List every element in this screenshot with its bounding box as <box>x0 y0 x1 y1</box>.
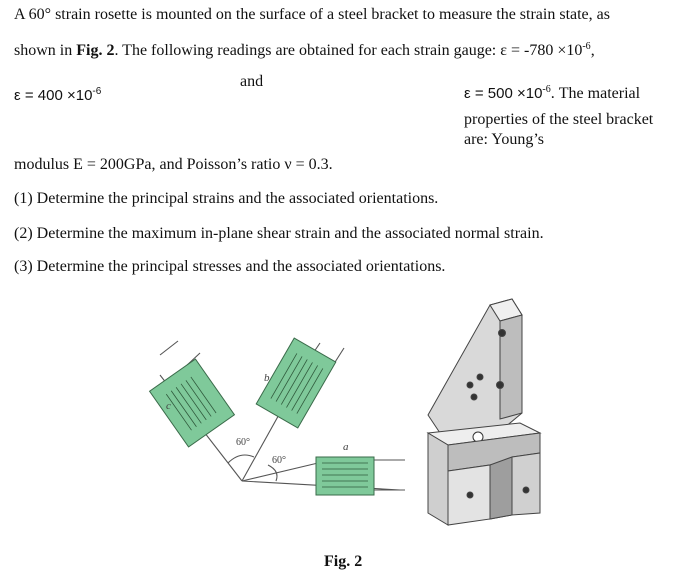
problem-line-1: A 60° strain rosette is mounted on the s… <box>14 6 610 23</box>
exponent: -6 <box>582 41 591 52</box>
gauge-b <box>255 337 337 429</box>
gauge-c <box>148 358 236 448</box>
props-line-1: properties of the steel bracket <box>464 111 654 128</box>
figure-caption: Fig. 2 <box>324 553 362 570</box>
problem-line-2: shown in Fig. 2. The following readings … <box>14 41 595 60</box>
and-word: and <box>240 73 264 90</box>
eps-c-exp: -6 <box>542 84 551 95</box>
figure-2: b c a 60° 60° Fig. 2 <box>148 298 542 570</box>
angle-label-2: 60° <box>272 455 286 466</box>
gauge-a <box>315 456 375 496</box>
label-gauge-c: c <box>166 400 171 412</box>
eps-c-value: ε = 500 ×10 <box>464 85 543 102</box>
line2-pre: shown in <box>14 42 77 59</box>
question-2: (2) Determine the maximum in-plane shear… <box>14 225 544 242</box>
line2-tail: , <box>590 42 595 59</box>
label-gauge-b: b <box>264 372 270 384</box>
eps-b-reading: ε = 400 ×10-6 <box>14 86 101 104</box>
eps-b-value: ε = 400 ×10 <box>14 87 93 104</box>
question-1: (1) Determine the principal strains and … <box>14 190 439 207</box>
modulus-line: modulus E = 200GPa, and Poisson’s ratio … <box>14 156 333 173</box>
eps-c-post: . The material <box>550 85 641 102</box>
label-gauge-a: a <box>343 441 349 453</box>
eps-c-reading: ε = 500 ×10-6. The material <box>464 84 640 103</box>
angle-label-1: 60° <box>236 437 250 448</box>
question-3: (3) Determine the principal stresses and… <box>14 258 446 275</box>
steel-bracket <box>426 298 542 526</box>
line2-post: . The following readings are obtained fo… <box>114 42 583 59</box>
props-line-2: are: Young’s <box>464 131 545 148</box>
eps-b-exp: -6 <box>92 86 102 97</box>
fig-ref: Fig. 2 <box>76 42 115 59</box>
